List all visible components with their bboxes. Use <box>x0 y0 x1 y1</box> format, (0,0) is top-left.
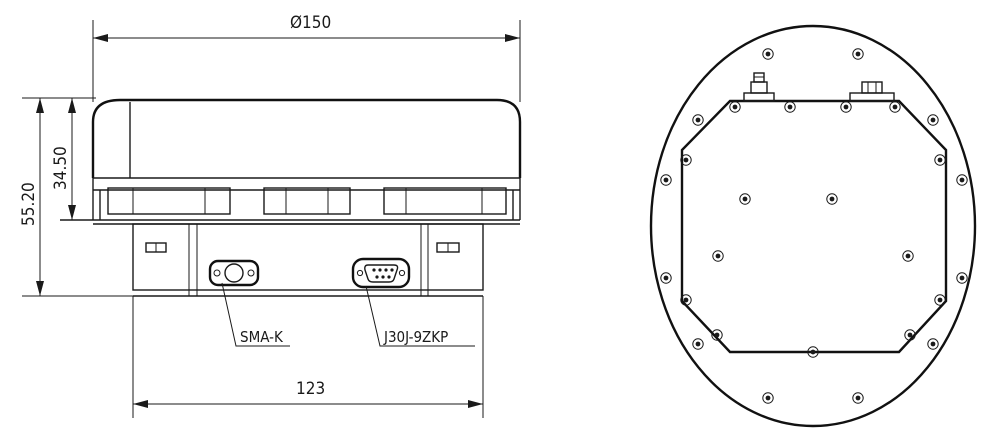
outer-screw <box>692 338 704 350</box>
center-screw <box>739 193 751 205</box>
diameter-dimension: Ø150 <box>92 13 521 102</box>
plate-screw <box>889 101 901 113</box>
plate-screw <box>729 101 741 113</box>
diameter-label: Ø150 <box>290 13 331 33</box>
j30j-label: J30J-9ZKP <box>383 328 448 346</box>
outer-screw <box>660 272 672 284</box>
sma-k-label: SMA-K <box>240 328 284 346</box>
center-screw <box>712 250 724 262</box>
center-screws <box>712 193 914 262</box>
j30j-connector: J30J-9ZKP <box>351 257 475 347</box>
outer-screw <box>852 48 864 60</box>
outer-screw <box>692 114 704 126</box>
plate-screw <box>934 294 946 306</box>
height-total-label: 55.20 <box>19 182 39 226</box>
outer-screw <box>852 392 864 404</box>
sma-k-connector: SMA-K <box>208 259 290 347</box>
outer-screw <box>660 174 672 186</box>
outer-screw <box>927 338 939 350</box>
height-dimensions: 55.20 34.50 <box>19 97 133 297</box>
sma-connector <box>743 72 775 102</box>
outer-flange <box>649 24 977 428</box>
outer-screw <box>762 48 774 60</box>
outer-screw <box>956 272 968 284</box>
height-upper-label: 34.50 <box>51 146 71 190</box>
j30j-top-connector <box>849 81 895 102</box>
outer-screw <box>927 114 939 126</box>
plate-screws <box>680 101 946 358</box>
housing-body <box>60 98 522 225</box>
housing-slots <box>107 187 507 215</box>
plate-screw <box>784 101 796 113</box>
width-label: 123 <box>296 379 325 399</box>
outer-screw <box>956 174 968 186</box>
base-block <box>132 223 484 297</box>
plate-screw <box>934 154 946 166</box>
center-screw <box>826 193 838 205</box>
outer-screw <box>762 392 774 404</box>
bottom-view <box>649 24 977 428</box>
center-screw <box>902 250 914 262</box>
width-dimension: 123 <box>132 296 484 418</box>
octagon-plate <box>680 99 948 354</box>
side-view: Ø150 <box>19 13 522 418</box>
plate-screw <box>840 101 852 113</box>
